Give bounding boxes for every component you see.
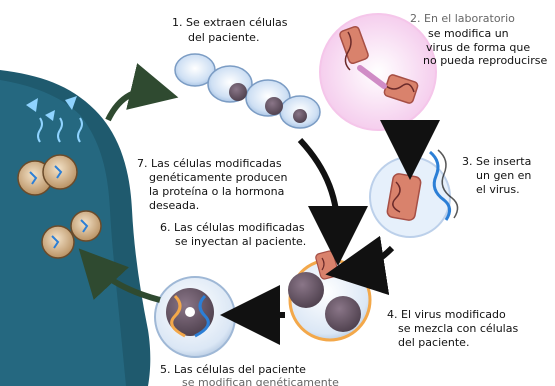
- step-7-line-1: 7. Las células modificadas: [137, 157, 282, 170]
- step-3-line-2: un gen en: [476, 169, 531, 182]
- step-7-line-2: genéticamente producen: [149, 171, 287, 184]
- step-1-label: 1. Se extraen células del paciente.: [172, 16, 288, 44]
- modified-cell: [155, 277, 235, 357]
- step-4-line-2: se mezcla con células: [398, 322, 518, 335]
- step-5-line-1: 5. Las células del paciente: [160, 363, 306, 376]
- step-7-line-4: deseada.: [149, 199, 199, 212]
- step-2-line-4: no pueda reproducirse: [423, 54, 547, 67]
- step-7-line-3: la proteína o la hormona: [149, 185, 284, 198]
- step-1-line-2: del paciente.: [188, 31, 259, 44]
- virus-with-gene-circle: [370, 150, 458, 237]
- step-6-line-2: se inyectan al paciente.: [175, 235, 306, 248]
- step-7-label: 7. Las células modificadas genéticamente…: [137, 157, 287, 212]
- virus-mixing-cells: [288, 250, 370, 340]
- step-4-line-3: del paciente.: [398, 336, 469, 349]
- step-6-line-1: 6. Las células modificadas: [160, 221, 305, 234]
- step-2-line-3: virus de forma que: [426, 41, 530, 54]
- step-3-label: 3. Se inserta un gen en el virus.: [462, 155, 531, 196]
- step-4-label: 4. El virus modificado se mezcla con cél…: [387, 308, 518, 349]
- step-2-line-1: 2. En el laboratorio: [410, 12, 515, 25]
- step-4-line-1: 4. El virus modificado: [387, 308, 506, 321]
- extracted-cells: [175, 54, 320, 128]
- step-5-line-2: se modifican genéticamente: [182, 376, 339, 386]
- step-3-line-1: 3. Se inserta: [462, 155, 531, 168]
- virus-lab-circle: [320, 14, 436, 130]
- step-3-line-3: el virus.: [476, 183, 520, 196]
- step-6-label: 6. Las células modificadas se inyectan a…: [160, 221, 306, 248]
- step-2-line-2: se modifica un: [428, 27, 509, 40]
- step-1-line-1: 1. Se extraen células: [172, 16, 288, 29]
- step-5-label: 5. Las células del paciente se modifican…: [160, 363, 339, 386]
- step-2-label: 2. En el laboratorio se modifica un viru…: [410, 12, 547, 67]
